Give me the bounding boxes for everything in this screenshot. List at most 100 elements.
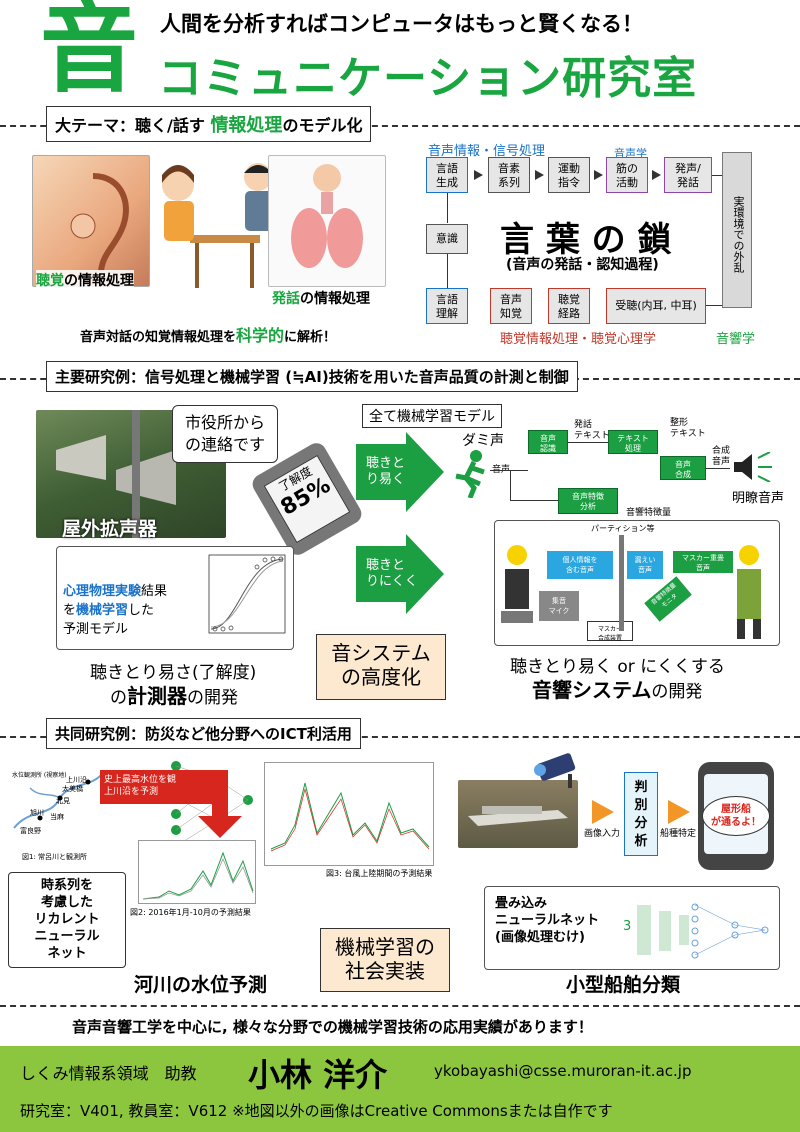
box-label: 個人情報を 含む音声 xyxy=(562,556,598,574)
highlight: 科学的 xyxy=(236,326,285,345)
typhoon-chart xyxy=(264,762,434,866)
clear-voice-label: 明瞭音声 xyxy=(732,491,785,506)
system-caption-1: 聴きとり易く or にくくする xyxy=(510,657,725,677)
flow-label-shaped: 整形 テキスト xyxy=(670,418,706,439)
speech-caption: 発話の情報処理 xyxy=(272,288,370,308)
boat-photo xyxy=(458,780,578,848)
header-title: コミュニケーション研究室 xyxy=(158,53,698,104)
orange-arrow-icon xyxy=(592,800,614,824)
ear-icon xyxy=(70,173,129,272)
cnn-layers-icon xyxy=(637,903,769,959)
river-caption: 河川の水位予測 xyxy=(134,974,268,996)
room-label-mic: 集音 マイク xyxy=(539,591,579,621)
box-label: 集音 マイク xyxy=(548,597,570,615)
room-label-synth: マスカー 合成装置 xyxy=(587,621,633,642)
box-label: 聴覚 経路 xyxy=(558,293,580,320)
divider xyxy=(0,1005,800,1007)
psych-text: 心理物理実験結果 を機械学習した 予測モデル xyxy=(63,563,183,639)
chain-box-auditory-path: 聴覚 経路 xyxy=(548,288,590,324)
line-chart-icon xyxy=(142,851,254,900)
meter-caption-1: 聴きとり易さ(了解度) xyxy=(90,663,257,683)
box-label: 音声 知覚 xyxy=(500,293,522,320)
speech-bubble: 市役所から の連絡です xyxy=(172,405,278,463)
asr-box: 音声 認識 xyxy=(528,430,568,454)
room-label-leak: 漏えい 音声 xyxy=(627,551,663,579)
orange-arrow-icon xyxy=(668,800,690,824)
boat-icon xyxy=(468,806,568,826)
text: の xyxy=(110,688,127,708)
chain-bottom-label: 聴覚情報処理・聴覚心理学 xyxy=(500,332,657,347)
chain-subtitle: (音声の発話・認知過程) xyxy=(506,257,659,273)
flow-label-speech: 音声 xyxy=(492,465,511,475)
ship-caption: 小型船舶分類 xyxy=(566,974,681,996)
connector xyxy=(706,468,730,469)
acoustic-label: 音響学 xyxy=(716,332,756,347)
hard-arrow-icon xyxy=(356,534,444,614)
chain-box-motor: 運動 指令 xyxy=(548,157,590,193)
cnn-number: 3 xyxy=(623,919,632,934)
easy-arrow-icon xyxy=(356,432,444,512)
box-label: 言語 生成 xyxy=(436,162,458,189)
map-place: 富良野 xyxy=(20,827,41,835)
room-label-masker: マスカー重畳 音声 xyxy=(673,551,733,573)
map-place: 太美橋 xyxy=(62,785,83,793)
box-label: テキスト 処理 xyxy=(617,434,649,453)
box-label: 音素 系列 xyxy=(498,162,520,189)
partition-label: パーティション等 xyxy=(591,524,655,533)
speech-anatomy-image xyxy=(268,155,386,287)
curved-arrow-icon xyxy=(176,774,242,838)
highlight: 計測器 xyxy=(127,684,187,708)
label-text: のモデル化 xyxy=(282,116,363,135)
model-label: 全て機械学習モデル xyxy=(362,404,502,428)
prediction-chart-2016 xyxy=(138,840,256,904)
box-label: 筋の 活動 xyxy=(616,162,638,189)
section1-caption: 音声対話の知覚情報処理を科学的に解析！ xyxy=(80,322,336,346)
connector xyxy=(447,254,448,288)
line-chart-icon xyxy=(270,782,430,852)
footer-name: 小林 洋介 xyxy=(248,1056,388,1094)
arrow-icon xyxy=(535,170,544,180)
text: の情報処理 xyxy=(64,273,134,289)
text: に解析！ xyxy=(284,330,337,345)
tts-box: 音声 合成 xyxy=(660,456,706,480)
flow-label-text: 発話 テキスト xyxy=(574,420,610,441)
flow-label-feature: 音響特徴量 xyxy=(626,508,672,518)
chain-box-language-understanding: 言語 理解 xyxy=(426,288,468,324)
river-map xyxy=(10,768,106,840)
rnn-box: 時系列を 考慮した リカレント ニューラル ネット xyxy=(8,872,126,968)
room-label-private: 個人情報を 含む音声 xyxy=(547,551,613,579)
map-place: 北見 xyxy=(56,797,70,805)
box-label: 音声 合成 xyxy=(675,460,691,479)
psychometric-panel: 心理物理実験結果 を機械学習した 予測モデル xyxy=(56,546,294,650)
chain-box-consciousness: 意識 xyxy=(426,224,468,254)
judgement-box: 判 別 分 析 xyxy=(624,772,658,856)
highlight: 音響システム xyxy=(532,678,652,702)
camera-icon xyxy=(534,753,576,788)
highlight: 聴覚 xyxy=(36,273,64,289)
fig3-caption: 図3: 台風上陸期間の予測結果 xyxy=(326,869,433,878)
person-icon xyxy=(501,545,533,623)
ear-anatomy-image xyxy=(32,155,150,287)
alert-bubble: 屋形船 が通るよ！ xyxy=(702,796,770,836)
label-highlight: 情報処理 xyxy=(210,115,283,136)
text: 結果 を xyxy=(63,584,168,618)
chain-box-phoneme: 音素 系列 xyxy=(488,157,530,193)
footer: しくみ情報系領域 助教 小林 洋介 ykobayashi@csse.murora… xyxy=(0,1046,800,1132)
cnn-panel: 畳み込み ニューラルネット (画像処理むけ) 3 xyxy=(484,886,780,970)
arrow-icon xyxy=(652,170,661,180)
room-diagram: パーティション等 個人情報を 含む音声 漏えい 音声 マスカー重畳 音声 集音 … xyxy=(494,520,780,646)
box-label: 意識 xyxy=(436,232,458,245)
dummy-voice-label: ダミ声 xyxy=(462,433,504,449)
people-talking-icon xyxy=(162,163,273,288)
section2-label: 主要研究例：信号処理と機械学習 (≒AI)技術を用いた音声品質の計測と制御 xyxy=(46,361,578,392)
box-label: 音声 認識 xyxy=(540,434,556,453)
partition xyxy=(619,535,624,631)
chain-box-ear: 受聴(内耳, 中耳) xyxy=(606,288,706,324)
image-input-label: 画像入力 xyxy=(584,829,621,839)
connector xyxy=(568,442,608,443)
footer-department: しくみ情報系領域 助教 xyxy=(20,1064,197,1083)
text: 音声対話の知覚情報処理を xyxy=(80,330,237,345)
chain-box-muscle: 筋の 活動 xyxy=(606,157,648,193)
divider xyxy=(0,125,800,127)
box-label: 発声/ 発話 xyxy=(675,162,701,189)
